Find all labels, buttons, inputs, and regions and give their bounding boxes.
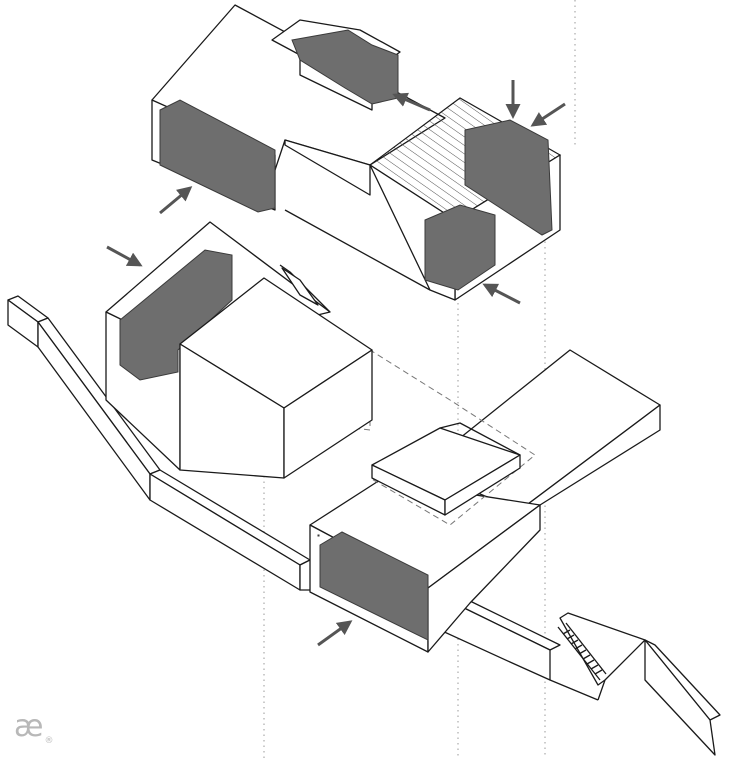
studio-logo: æ® [14,709,53,747]
middle-volume [105,221,373,479]
lower-volume [283,349,661,653]
arrow-icon [159,186,193,215]
stair-icon [557,622,607,681]
arrow-icon [106,245,143,267]
upper-volume [151,4,562,301]
arrow-icon [317,620,353,647]
arrow-icon [530,102,566,127]
alignment-guides [263,0,576,758]
arrow-icon [392,92,431,112]
arrow-icon [482,283,521,305]
logo-mark: æ [14,709,44,744]
registered-mark: ® [44,736,54,746]
flow-arrows [106,80,566,647]
